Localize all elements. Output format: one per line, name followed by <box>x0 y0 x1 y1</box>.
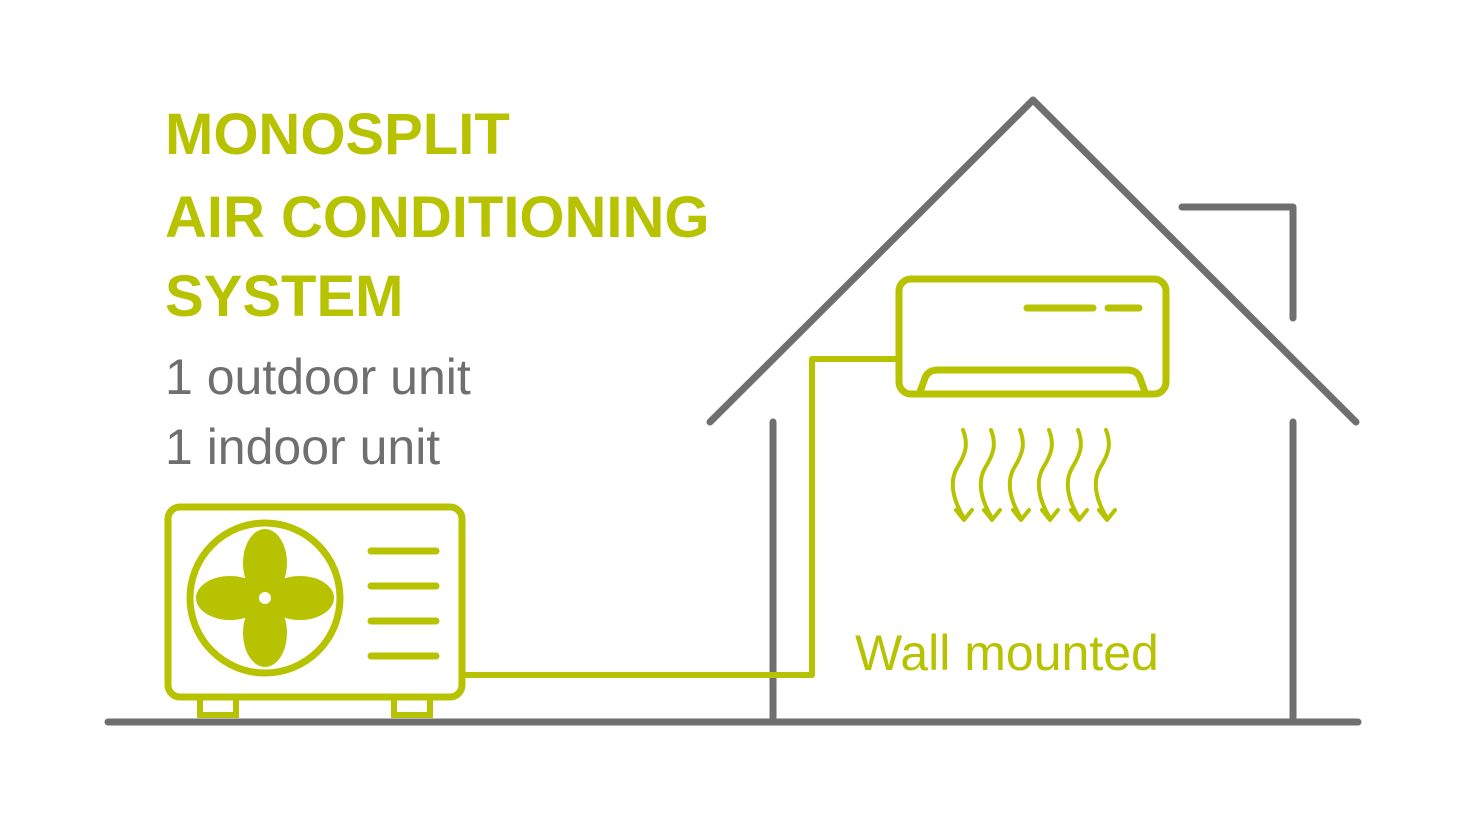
airflow-arrow-1 <box>950 428 968 520</box>
airflow-arrowhead-4 <box>1040 508 1060 522</box>
airflow-arrowhead-6 <box>1097 508 1117 522</box>
airflow-arrow-6 <box>1093 428 1111 520</box>
airflow-arrow-5 <box>1065 428 1083 520</box>
airflow-arrow-4 <box>1036 428 1054 520</box>
subtitle-line-1: 1 outdoor unit <box>165 349 471 405</box>
outdoor-unit-icon <box>164 503 466 718</box>
subtitle-line-2: 1 indoor unit <box>165 419 441 475</box>
airflow-arrowhead-1 <box>954 508 974 522</box>
airflow-arrowhead-2 <box>982 508 1002 522</box>
airflow-arrow-2 <box>978 428 996 520</box>
airflow-arrows-icon <box>950 428 1117 522</box>
airflow-arrowhead-3 <box>1011 508 1031 522</box>
airflow-arrow-3 <box>1007 428 1025 520</box>
airflow-arrowhead-5 <box>1069 508 1089 522</box>
house-outline-icon <box>706 96 1360 724</box>
indoor-unit-label: Wall mounted <box>855 625 1159 681</box>
title-line-1: MONOSPLIT <box>165 102 510 167</box>
refrigerant-pipe <box>462 356 898 678</box>
title-line-3: SYSTEM <box>165 264 404 329</box>
indoor-unit-icon <box>895 275 1170 398</box>
title-line-2: AIR CONDITIONING <box>165 185 710 250</box>
fan-icon <box>186 519 344 677</box>
